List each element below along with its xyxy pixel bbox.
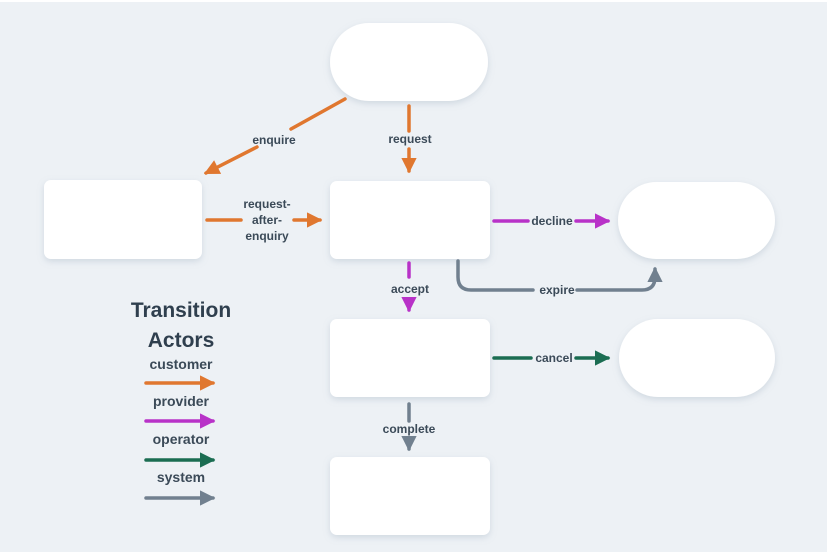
state-right-top-pill (618, 182, 775, 259)
transition-enquire-arrow (203, 97, 347, 175)
state-center-mid-box (330, 319, 490, 397)
transition-decline-label: decline (531, 214, 573, 228)
transition-request-after-enquiry-label-line1: request- (243, 197, 290, 211)
legend-title-line1: Transition (131, 299, 231, 322)
legend-item-operator-label: operator (153, 431, 210, 447)
state-left-box (44, 180, 202, 259)
transition-request-after-enquiry-label-line2: after- (252, 213, 282, 227)
top-edge-strip (0, 0, 827, 2)
transition-request-label: request (388, 132, 431, 146)
legend-item-system-label: system (157, 469, 205, 485)
transition-request-after-enquiry-label-line3: enquiry (245, 229, 289, 243)
transition-expire-label: expire (539, 283, 575, 297)
state-center-bottom-box (330, 457, 490, 535)
transition-accept-label: accept (391, 282, 429, 296)
transition-enquire-label: enquire (252, 133, 296, 147)
state-right-mid-pill (619, 319, 775, 397)
legend-item-provider-label: provider (153, 393, 210, 409)
legend-title-line2: Actors (148, 329, 215, 352)
transition-cancel-label: cancel (535, 351, 572, 365)
legend-item-customer-label: customer (149, 356, 213, 372)
state-top-pill (330, 23, 488, 101)
transition-expire-arrow (456, 259, 663, 292)
bottom-edge-strip (0, 552, 827, 554)
transition-complete-label: complete (383, 422, 436, 436)
state-center-box (330, 181, 490, 259)
legend: Transition Actors customer provider oper… (131, 299, 231, 506)
